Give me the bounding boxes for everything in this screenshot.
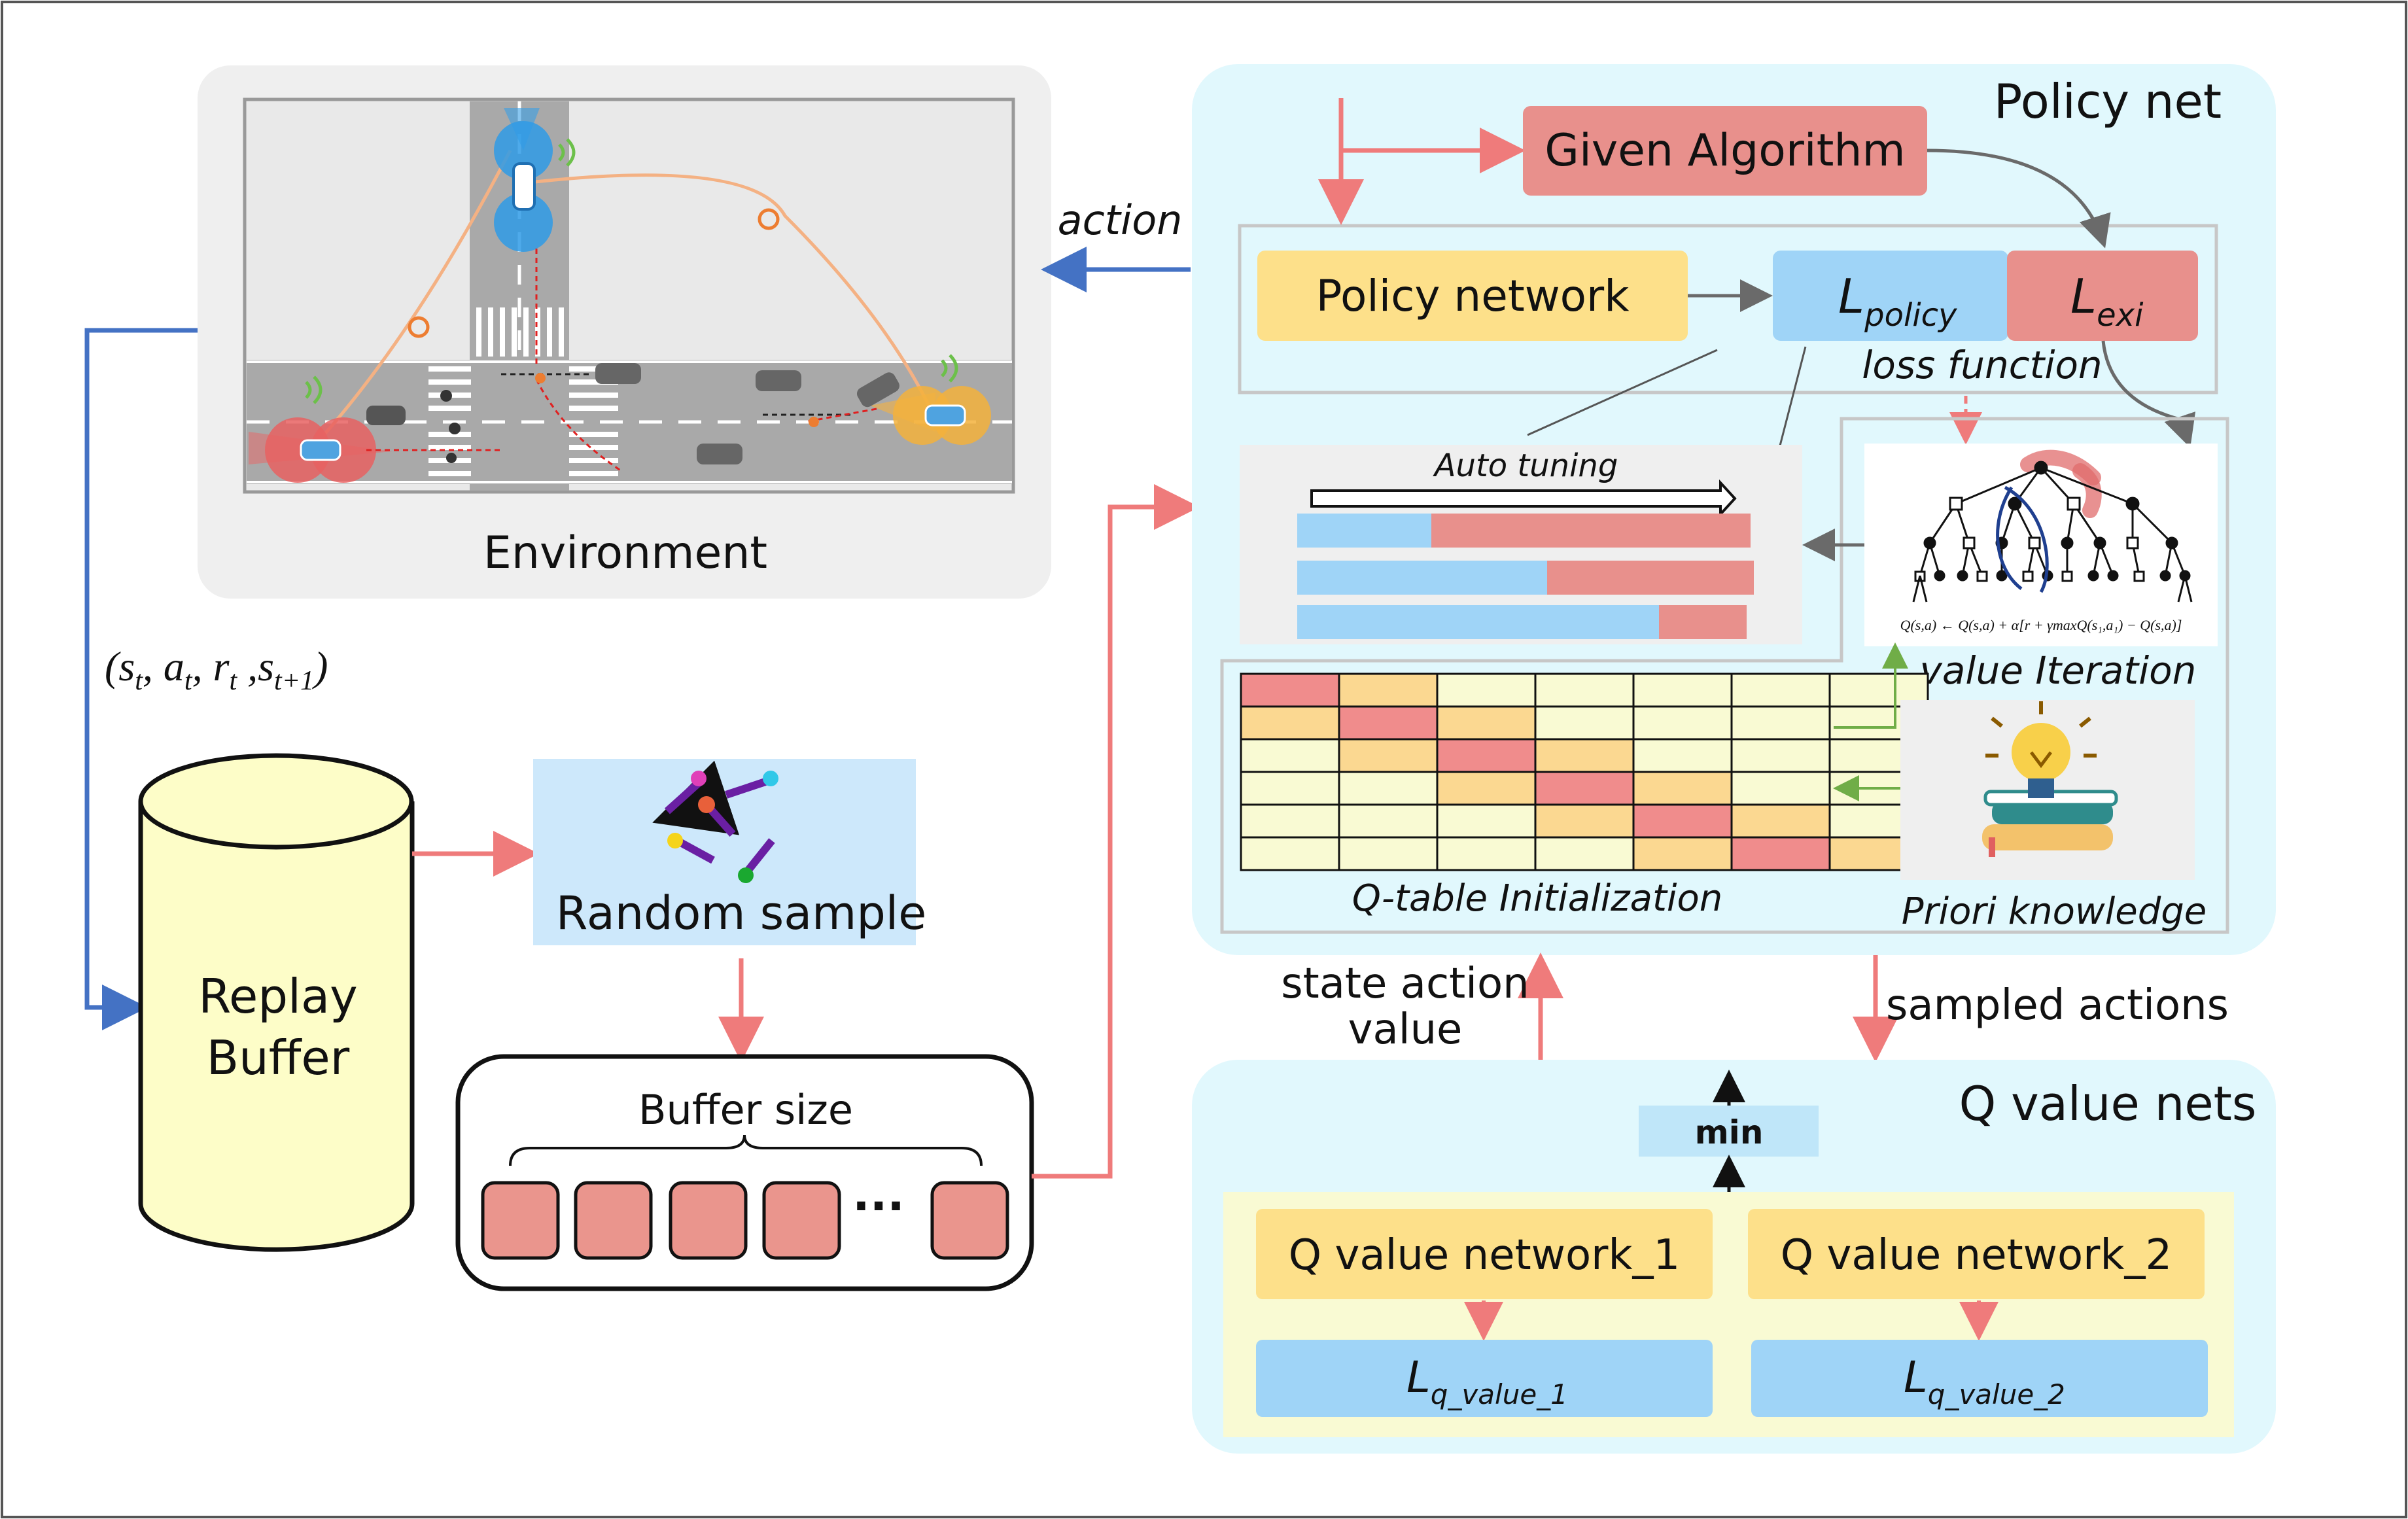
auto-tuning-panel: Auto tuning (1240, 445, 1802, 644)
q-table-grid (1240, 672, 1929, 871)
q-value-network-2-label: Q value network_2 (1781, 1231, 2172, 1280)
buffer-slot (930, 1181, 1009, 1260)
replay-buffer-line1: Replay (198, 969, 358, 1024)
tuning-bar-blue (1297, 514, 1431, 548)
tuning-bar-blue (1297, 561, 1547, 595)
lightbulb-books-icon (1982, 701, 2118, 857)
q-value-network-1-label: Q value network_1 (1289, 1231, 1681, 1280)
environment-panel: Environment (198, 65, 1051, 599)
road-scene-image (243, 97, 1015, 494)
loss-connector-line (1778, 346, 1807, 449)
tuple-a-sub: t (184, 666, 193, 696)
value-iteration-label: value Iteration (1920, 648, 2197, 693)
buffer-slot (574, 1181, 653, 1260)
tuple-s2-sub: t+1 (274, 666, 314, 696)
policy-net-title: Policy net (1994, 74, 2222, 129)
min-box (1639, 1106, 1819, 1157)
search-tree-icon (1912, 449, 2193, 602)
loss-connector-line (1527, 349, 1718, 436)
l-q-value-1-box (1256, 1340, 1713, 1417)
buffer-size-box: Buffer size ··· (455, 1054, 1034, 1291)
tuple-s2: s (258, 643, 274, 690)
tuning-bar-blue (1297, 605, 1659, 639)
buffer-slot (481, 1181, 560, 1260)
buffer-slot (669, 1181, 748, 1260)
l-policy-label: Lpolicy (1838, 269, 1957, 334)
l-q-value-1-label: Lq_value_1 (1406, 1352, 1568, 1410)
q-value-network-1-box (1256, 1209, 1713, 1299)
given-algorithm-label: Given Algorithm (1544, 125, 1905, 177)
replay-buffer-cylinder: Replay Buffer (138, 753, 415, 1252)
state-action-value-line1: state action (1281, 960, 1529, 1008)
tuning-bar-red (1659, 605, 1747, 639)
policy-network-box (1257, 251, 1688, 341)
transition-tuple: (st, at, rt ,st+1) (105, 643, 328, 696)
state-action-value-line2: value (1348, 1005, 1463, 1054)
tuning-bar-red (1431, 514, 1751, 548)
tuple-r-sub: t (229, 666, 237, 696)
buffer-size-label: Buffer size (638, 1086, 853, 1134)
l-q-value-2-box (1751, 1340, 2208, 1417)
policy-network-label: Policy network (1316, 271, 1630, 321)
transition-arrow (84, 328, 198, 1030)
qtable-to-value-arrow (1834, 642, 1908, 729)
policy-net-panel: Policy net Given Algorithm Policy networ… (1192, 64, 2276, 955)
buffer-ellipsis: ··· (852, 1179, 905, 1233)
lexi-to-value-arrow (2101, 340, 2196, 448)
tuning-bar-red (1547, 561, 1754, 595)
auto-tuning-arrow (1310, 479, 1737, 518)
random-sample-label: Random sample (556, 886, 927, 940)
l-policy-box (1773, 251, 2008, 341)
tuple-s-sub: t (135, 666, 143, 696)
replay-buffer-line2: Buffer (207, 1030, 350, 1085)
auto-tuning-label: Auto tuning (1433, 447, 1618, 484)
tuple-s: s (118, 643, 135, 690)
buffer-slot (762, 1181, 841, 1260)
value-iteration-panel: Q(s,a) ← Q(s,a) + α[r + γmaxQ(s₁,a₁) − Q… (1864, 444, 2218, 646)
q-value-nets-title: Q value nets (1959, 1076, 2257, 1131)
action-label: action (1058, 196, 1183, 244)
svg-text:(st, at, rt ,st+1): (st, at, rt ,st+1) (105, 643, 328, 696)
environment-label: Environment (483, 527, 767, 579)
random-sample-box: Random sample (533, 759, 926, 945)
l-exi-box (2007, 251, 2198, 341)
buffer-to-policy-arrow (1032, 484, 1200, 1179)
value-iteration-formula: Q(s,a) ← Q(s,a) + α[r + γmaxQ(s₁,a₁) − Q… (1900, 617, 2182, 633)
tuple-r: r (213, 643, 230, 690)
l-exi-label: Lexi (2070, 269, 2144, 334)
loss-function-label: loss function (1862, 343, 2102, 387)
q-value-nets-panel: Q value nets min Q value network_1 Lq_va… (1192, 1060, 2276, 1454)
q-table-label: Q-table Initialization (1352, 877, 1722, 920)
priori-knowledge-label: Priori knowledge (1902, 890, 2207, 933)
given-algorithm-box (1523, 106, 1927, 196)
sampled-actions-label: sampled actions (1886, 981, 2229, 1030)
priori-knowledge-panel: Priori knowledge (1900, 700, 2207, 933)
algorithm-to-lexi-arrow (1927, 148, 2111, 249)
random-sample-icon (652, 760, 778, 883)
q-value-network-2-box (1748, 1209, 2205, 1299)
l-q-value-2-label: Lq_value_2 (1904, 1352, 2065, 1410)
min-label: min (1695, 1113, 1764, 1151)
tuple-a: a (164, 643, 184, 690)
